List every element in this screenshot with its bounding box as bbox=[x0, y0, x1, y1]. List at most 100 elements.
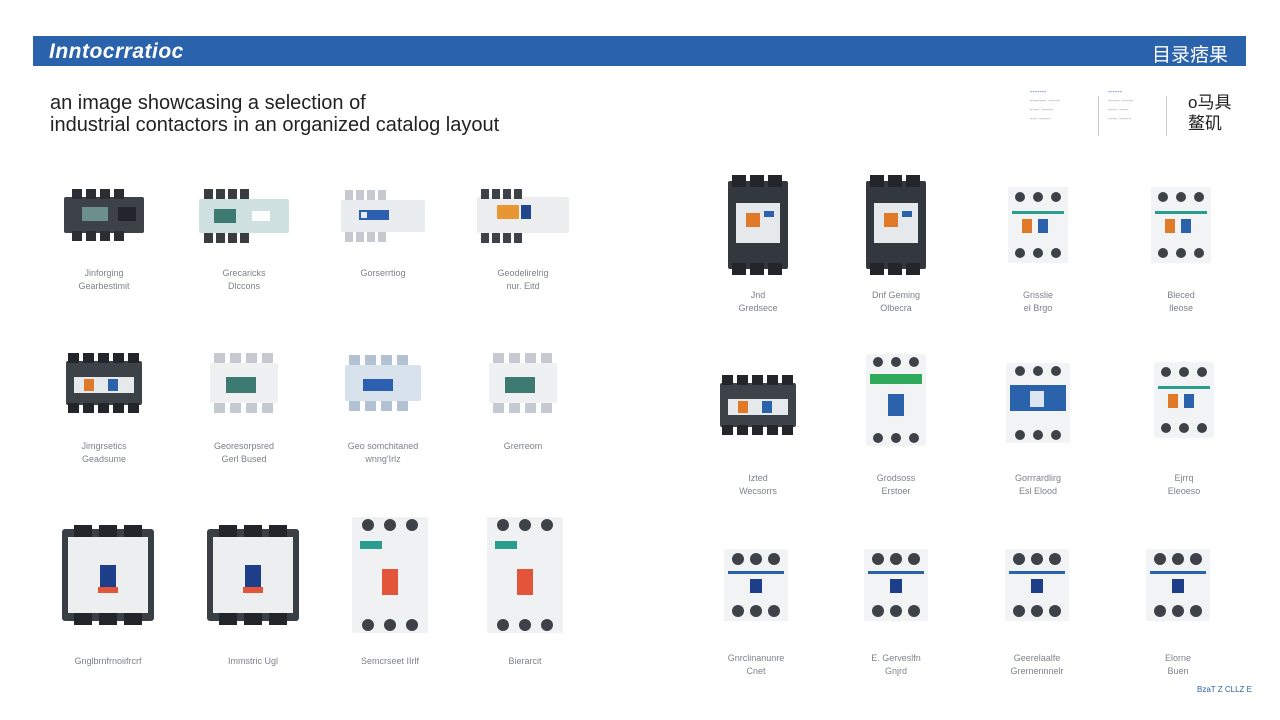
subtitle-line-2: industrial contactors in an organized ca… bbox=[50, 114, 500, 136]
product-caption-line-1: Immstric Ugl bbox=[228, 656, 278, 666]
product-caption-line-1: Jinforging bbox=[84, 268, 124, 278]
product-card bbox=[184, 318, 304, 453]
contactor-image bbox=[1008, 187, 1068, 263]
contactor-image bbox=[1146, 549, 1210, 621]
contactor-image bbox=[345, 355, 421, 411]
spec-column-2-head: ------ bbox=[1108, 89, 1122, 96]
contactor-image bbox=[866, 354, 926, 446]
product-card bbox=[330, 510, 450, 645]
header-banner: Inntocrratioc 目录痞果 bbox=[33, 36, 1246, 66]
product-card bbox=[1121, 160, 1241, 295]
product-card bbox=[323, 318, 443, 453]
contactor-image bbox=[352, 517, 428, 633]
product-caption-line-2: Olbecra bbox=[880, 303, 912, 313]
contactor-image bbox=[210, 353, 278, 413]
spec-divider bbox=[1166, 96, 1167, 136]
contactor-image bbox=[1154, 362, 1214, 438]
product-caption-line-1: Grisslie bbox=[1022, 290, 1053, 300]
product-card bbox=[193, 510, 313, 645]
product-caption-line-2: el Brgo bbox=[1023, 303, 1053, 313]
spec-divider bbox=[1098, 96, 1099, 136]
product-caption-line-2: Cnet bbox=[746, 666, 766, 676]
contactor-image bbox=[489, 353, 557, 413]
product-caption-line-1: Gorrrardlirg bbox=[1014, 473, 1061, 483]
product-card bbox=[44, 150, 164, 285]
contactor-image bbox=[62, 525, 154, 625]
contactor-image bbox=[1006, 363, 1070, 443]
spec-column-1: ------- ------- ----- ---- ----- --- ---… bbox=[1030, 88, 1092, 124]
product-caption-line-2: Eleoeso bbox=[1167, 486, 1201, 496]
product-caption: Semcrseet IIrlf bbox=[325, 655, 455, 668]
spec-column-1-line: ------- ----- bbox=[1030, 98, 1060, 105]
product-caption-line-1: Grodsoss bbox=[876, 473, 916, 483]
spec-column-2: ------ ----- ----- ---- ---- ---- ----- bbox=[1108, 88, 1170, 124]
product-caption-line-1: E. Gerveslfn bbox=[871, 653, 921, 663]
product-caption-line-1: Jnd bbox=[750, 290, 766, 300]
catalog-title: 目录痞果 bbox=[1151, 45, 1228, 66]
contactor-image bbox=[720, 375, 796, 435]
product-caption-line-2: Geadsume bbox=[81, 454, 127, 464]
brand-title: Inntocrratioc bbox=[49, 40, 184, 63]
spec-column-2-line: ---- ---- bbox=[1108, 107, 1129, 114]
product-caption-line-1: Elorne bbox=[1164, 653, 1191, 663]
product-caption-line-1: Gorserrtiog bbox=[360, 268, 406, 278]
spec-column-2-line: ----- ----- bbox=[1108, 98, 1134, 105]
product-caption-line-2: Gredsece bbox=[738, 303, 778, 313]
product-caption-line-1: Grecaricks bbox=[222, 268, 266, 278]
product-caption-line-2: wnng'Irlz bbox=[365, 454, 401, 464]
product-card bbox=[1118, 520, 1238, 655]
spec-column-1-line: --- ----- bbox=[1030, 116, 1051, 123]
product-caption-line-1: Bleced bbox=[1167, 290, 1195, 300]
product-caption-line-2: Buen bbox=[1167, 666, 1189, 676]
product-caption-line-2: Wecsorrs bbox=[739, 486, 777, 496]
product-card bbox=[184, 150, 304, 285]
product-caption-line-2: Gearbestimit bbox=[78, 281, 130, 291]
product-card bbox=[978, 338, 1098, 473]
product-caption: Immstric Ugl bbox=[188, 655, 318, 668]
product-card bbox=[978, 160, 1098, 295]
contactor-image bbox=[866, 175, 926, 275]
contactor-image bbox=[487, 517, 563, 633]
spec-big-label: o马具 鳌矶 bbox=[1188, 92, 1231, 134]
product-caption-line-1: Georesorpsred bbox=[213, 441, 275, 451]
contactor-image bbox=[1151, 187, 1211, 263]
product-caption-line-2: Dlccons bbox=[227, 281, 260, 291]
product-caption-line-1: Geodelirelrig bbox=[497, 268, 549, 278]
product-caption-line-2: Esl Elood bbox=[1018, 486, 1058, 496]
product-caption-line-2: Gnjrd bbox=[884, 666, 907, 676]
spec-column-2-line: ---- ----- bbox=[1108, 116, 1131, 123]
product-card bbox=[698, 160, 818, 295]
product-caption-line-1: Gnrclinanunre bbox=[727, 653, 785, 663]
contactor-image bbox=[728, 175, 788, 275]
product-caption-line-2: Erstoer bbox=[881, 486, 911, 496]
product-card bbox=[836, 520, 956, 655]
product-card bbox=[463, 318, 583, 453]
spec-column-1-head: ------- bbox=[1030, 89, 1047, 96]
product-caption: Grisslie el Brgo bbox=[973, 289, 1103, 315]
product-card bbox=[465, 510, 585, 645]
contactor-image bbox=[207, 525, 299, 625]
product-caption: Grerreom bbox=[458, 440, 588, 453]
product-card bbox=[698, 340, 818, 475]
product-caption-line-1: Semcrseet IIrlf bbox=[360, 656, 419, 666]
product-card bbox=[44, 318, 164, 453]
product-card bbox=[836, 335, 956, 470]
product-caption-line-1: Gnglbrnfrnoiifrcrf bbox=[74, 656, 142, 666]
product-card bbox=[1124, 335, 1244, 470]
subtitle-line-1: an image showcasing a selection of bbox=[50, 92, 366, 114]
product-caption-line-1: Ejrrq bbox=[1174, 473, 1194, 483]
product-card bbox=[977, 520, 1097, 655]
product-caption-line-1: Jimgrsetics bbox=[81, 441, 127, 451]
product-card bbox=[696, 520, 816, 655]
spec-big-line-1: o马具 bbox=[1188, 93, 1232, 112]
product-caption-line-1: Dnf Geming bbox=[871, 290, 921, 300]
